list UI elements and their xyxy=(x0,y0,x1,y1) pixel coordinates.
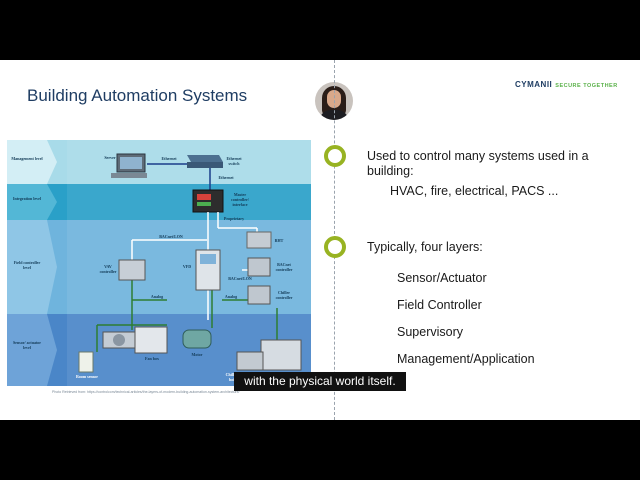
band-management xyxy=(7,140,311,184)
bullet-1-detail: HVAC, fire, electrical, PACS ... xyxy=(390,184,559,198)
layer-item: Supervisory xyxy=(397,325,463,339)
bullet-circle-icon xyxy=(324,236,346,258)
bacnet-controller xyxy=(247,257,271,277)
label-master-controller: Master controller/ interface xyxy=(231,192,249,207)
bullet-2-text: Typically, four layers: xyxy=(367,240,483,254)
fan-box xyxy=(134,326,168,354)
label-fan-box: Fan box xyxy=(145,356,159,361)
level-arrow-col-1 xyxy=(7,140,57,184)
room-sensor xyxy=(78,351,94,373)
label-room-sensor: Room sensor xyxy=(75,374,99,379)
level-arrow-col-3 xyxy=(7,220,57,314)
band-field xyxy=(7,220,311,314)
level-arrow-col-4 xyxy=(7,314,57,386)
label-analog-1: Analog xyxy=(150,294,164,299)
logo-brand: CYMANII xyxy=(515,80,553,89)
label-vav-controller: VAV controller xyxy=(99,264,117,274)
master-controller xyxy=(192,189,224,213)
logo-tagline: SECURE TOGETHER xyxy=(555,83,618,89)
level-label-integration: Integration level xyxy=(12,196,42,201)
motor xyxy=(182,329,212,349)
layer-item: Field Controller xyxy=(397,298,482,312)
band-integration xyxy=(7,184,311,220)
server-screen xyxy=(120,157,142,169)
master-screen xyxy=(197,194,211,200)
slide-title: Building Automation Systems xyxy=(27,86,248,105)
vav-controller xyxy=(118,259,146,281)
label-motor: Motor xyxy=(191,352,203,357)
level-label-sensor: Sensor/ actuator level xyxy=(12,340,42,350)
chiller-unit xyxy=(260,339,302,371)
bullet-circle-icon xyxy=(324,145,346,167)
label-chiller-controller: Chiller controller xyxy=(275,290,293,300)
bullet-1-line-1: Used to control many systems used in a xyxy=(367,149,589,163)
photo-caption: Photo Retrieved from: https://controlcom… xyxy=(52,390,240,394)
label-ethernet-switch: Ethernet switch xyxy=(226,156,242,166)
level-arrow-col-2 xyxy=(7,184,57,220)
label-proprietary: Proprietary xyxy=(223,216,245,221)
server-keyboard xyxy=(111,173,147,178)
rht-device xyxy=(246,231,272,249)
label-analog-2: Analog xyxy=(224,294,238,299)
label-ethernet: Ethernet xyxy=(161,156,177,161)
layer-item: Sensor/Actuator xyxy=(397,271,487,285)
label-rht: RHT xyxy=(274,238,284,243)
switch-shape xyxy=(187,155,223,162)
level-label-field: Field controller level xyxy=(13,260,41,270)
bas-diagram-svg xyxy=(7,140,311,386)
label-ethernet-2: Ethernet xyxy=(218,175,234,180)
layer-item: Management/Application xyxy=(397,352,535,366)
label-bacnet-controller: BACnet controller xyxy=(275,262,293,272)
label-server: Server xyxy=(104,155,116,160)
bas-diagram: Management level Integration level Field… xyxy=(7,140,311,386)
chiller-controller xyxy=(247,285,271,305)
label-vfd: VFD xyxy=(182,264,192,269)
video-subtitle: with the physical world itself. xyxy=(234,372,406,391)
label-bacnet-lon-1: BACnet/LON xyxy=(159,234,183,239)
switch-body xyxy=(187,162,223,168)
level-label-management: Management level xyxy=(11,156,43,161)
label-bacnet-lon-2: BACnet/LON xyxy=(228,276,252,281)
bullet-1-line-2: building: xyxy=(367,164,414,178)
